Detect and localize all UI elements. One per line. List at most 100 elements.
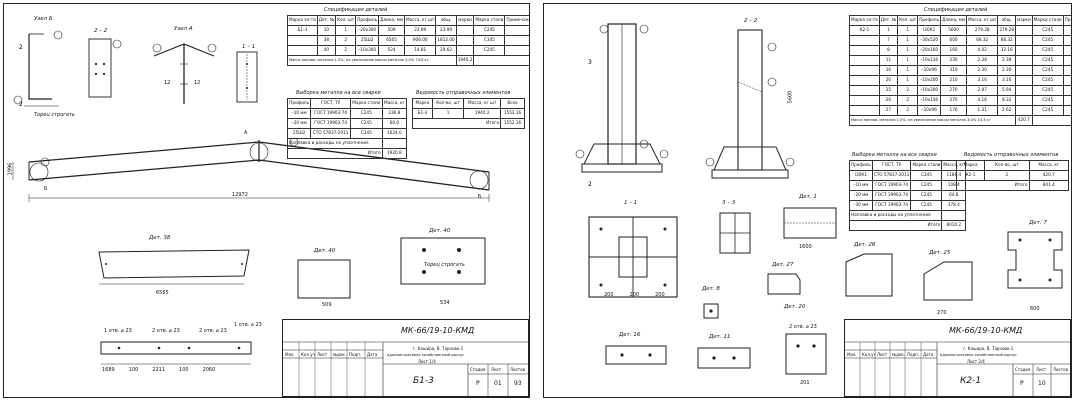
table-cell: –10х200 — [917, 85, 942, 96]
sel2-header-row: Профиль ГОСТ, ТУ Марка стали Масса, кг — [849, 160, 967, 171]
spec-note: Масса наплав. металла 1.0%, на увеличени… — [287, 55, 457, 66]
stamp-stage-header: Стадия — [470, 367, 486, 372]
spec2-note: Масса наплав. металла 1.0%, на увеличени… — [848, 115, 1017, 126]
stamp-sheet-header: Лист — [491, 367, 502, 372]
stamp-address: г. Кашира, В. Тарново-1 — [413, 346, 464, 351]
ved-h-qty: Кол-во, шт — [431, 98, 465, 109]
svg-text:12: 12 — [164, 80, 170, 86]
table-cell: 1624.0 — [381, 128, 408, 139]
base-dims: 200 200 200 — [604, 292, 665, 298]
table-cell: 1 — [897, 55, 919, 66]
stamp2-sheets-header: Листов — [1053, 367, 1068, 372]
stamp2-col-0: Изм. — [847, 352, 857, 357]
table-cell: 236.8 — [381, 108, 408, 119]
table-cell: 60.0 — [381, 118, 408, 129]
table-cell: –20х300 — [355, 25, 380, 36]
table-cell — [504, 45, 529, 56]
sel-header-row: Профиль ГОСТ, ТУ Марка стали Масса, кг — [286, 98, 408, 109]
table-cell: Б1-3 — [412, 108, 433, 119]
det-38-title: Дет. 38 — [149, 235, 171, 241]
spec-h-note: Примечание — [504, 15, 529, 26]
spec2-h-profile: Профиль — [917, 15, 942, 26]
spec2-h-length: Длина, мм — [940, 15, 968, 26]
det-27-svg — [767, 273, 801, 295]
hole-note-1: 1 отв. ⌀ 23 — [104, 328, 132, 334]
table-cell: –30 мм — [849, 200, 873, 211]
table-cell: 600 — [940, 35, 968, 46]
det-16-title: Дет. 16 — [619, 332, 641, 338]
sel2-title: Выборка металла на все сварки — [852, 152, 937, 158]
table-cell: 23.99 — [435, 25, 457, 36]
spec-h-steel: Марка стали — [473, 15, 506, 26]
stamp-object: Административно-хозяйственный корпус — [387, 353, 464, 357]
table-cell — [504, 35, 529, 46]
table-cell — [504, 25, 529, 36]
table-cell: 5600 — [940, 25, 968, 36]
table-cell: 2 — [897, 105, 919, 116]
table-cell: 1812.00 — [435, 35, 457, 46]
table-cell: 1 — [897, 35, 919, 46]
det-20-title: Дет. 20 — [784, 304, 806, 310]
det-8-title: Дет. 8 — [702, 286, 720, 292]
table-cell: 25 — [878, 85, 899, 96]
stamp2-sub: Лист 2/4 — [967, 359, 985, 364]
table-cell: I30К1 — [849, 170, 873, 181]
table-cell: 1 — [335, 25, 357, 36]
spec2-h-note: Примечание — [1062, 15, 1071, 26]
table-cell: К2-1 — [849, 25, 880, 36]
table-cell: С245 — [1031, 95, 1064, 106]
table-cell: 2.38 — [997, 55, 1017, 66]
stamp2-col-4: Подп. — [907, 352, 920, 357]
table-cell — [1015, 65, 1033, 76]
det-1-len: 1600 — [799, 244, 812, 250]
table-cell: С245 — [1031, 75, 1064, 86]
table-cell — [849, 105, 880, 116]
mark-a: А — [244, 130, 248, 136]
table-cell: 4.16 — [966, 95, 999, 106]
stamp-col-0: Изм. — [285, 352, 295, 357]
base-dim-1: 200 — [604, 292, 614, 298]
table-cell: 38 — [316, 35, 337, 46]
table-cell: –20х160 — [917, 45, 942, 56]
sheet2-name: К2-1 — [960, 376, 982, 386]
flange-dim-1: 1689 — [102, 367, 115, 373]
table-cell: –20 мм — [849, 190, 873, 201]
table-cell: С345 — [473, 35, 506, 46]
table-cell: 2 — [984, 170, 1030, 181]
table-cell: 279.28 — [966, 25, 999, 36]
table-cell — [1015, 25, 1033, 36]
flange-dim-2: 100 — [128, 367, 139, 373]
table-cell: С245 — [1031, 25, 1064, 36]
det-11-svg — [697, 347, 751, 369]
stamp-sheets-header: Листов — [510, 367, 525, 372]
table-cell — [1062, 105, 1071, 116]
table-cell — [849, 85, 880, 96]
table-cell — [1015, 35, 1033, 46]
view-title-1-1: 1 – 1 — [242, 44, 256, 50]
table-cell: ГОСТ 19903-74 — [871, 180, 912, 191]
ved2-title: Ведомость отправочных элементов — [964, 152, 1059, 158]
ved-header-row: Марка Кол-во, шт Масса, кг шт Всех — [412, 98, 525, 109]
table-cell — [1062, 35, 1071, 46]
table-cell — [1015, 45, 1033, 56]
table-cell: 8 — [878, 45, 899, 56]
spec-h-profile: Профиль — [355, 15, 380, 26]
table-cell — [1015, 55, 1033, 66]
det-40-title-a: Дет. 40 — [314, 248, 336, 254]
table-cell: 1 — [897, 25, 919, 36]
table-cell — [473, 55, 529, 66]
base-dim-3: 200 — [655, 292, 665, 298]
flange-strip-svg — [100, 341, 252, 365]
spec-header-row: Марка эл-та Дет. № Кол. шт Профиль Длина… — [287, 15, 529, 26]
det-21-len: 201 — [800, 380, 810, 386]
ved-h-all: Всех — [500, 98, 525, 109]
table-cell: 1 — [897, 65, 919, 76]
spec2-h-mass-mark: марки — [1015, 15, 1033, 26]
column-height-dim: 5600 — [787, 90, 794, 104]
table-cell: 14.81 — [404, 45, 437, 56]
